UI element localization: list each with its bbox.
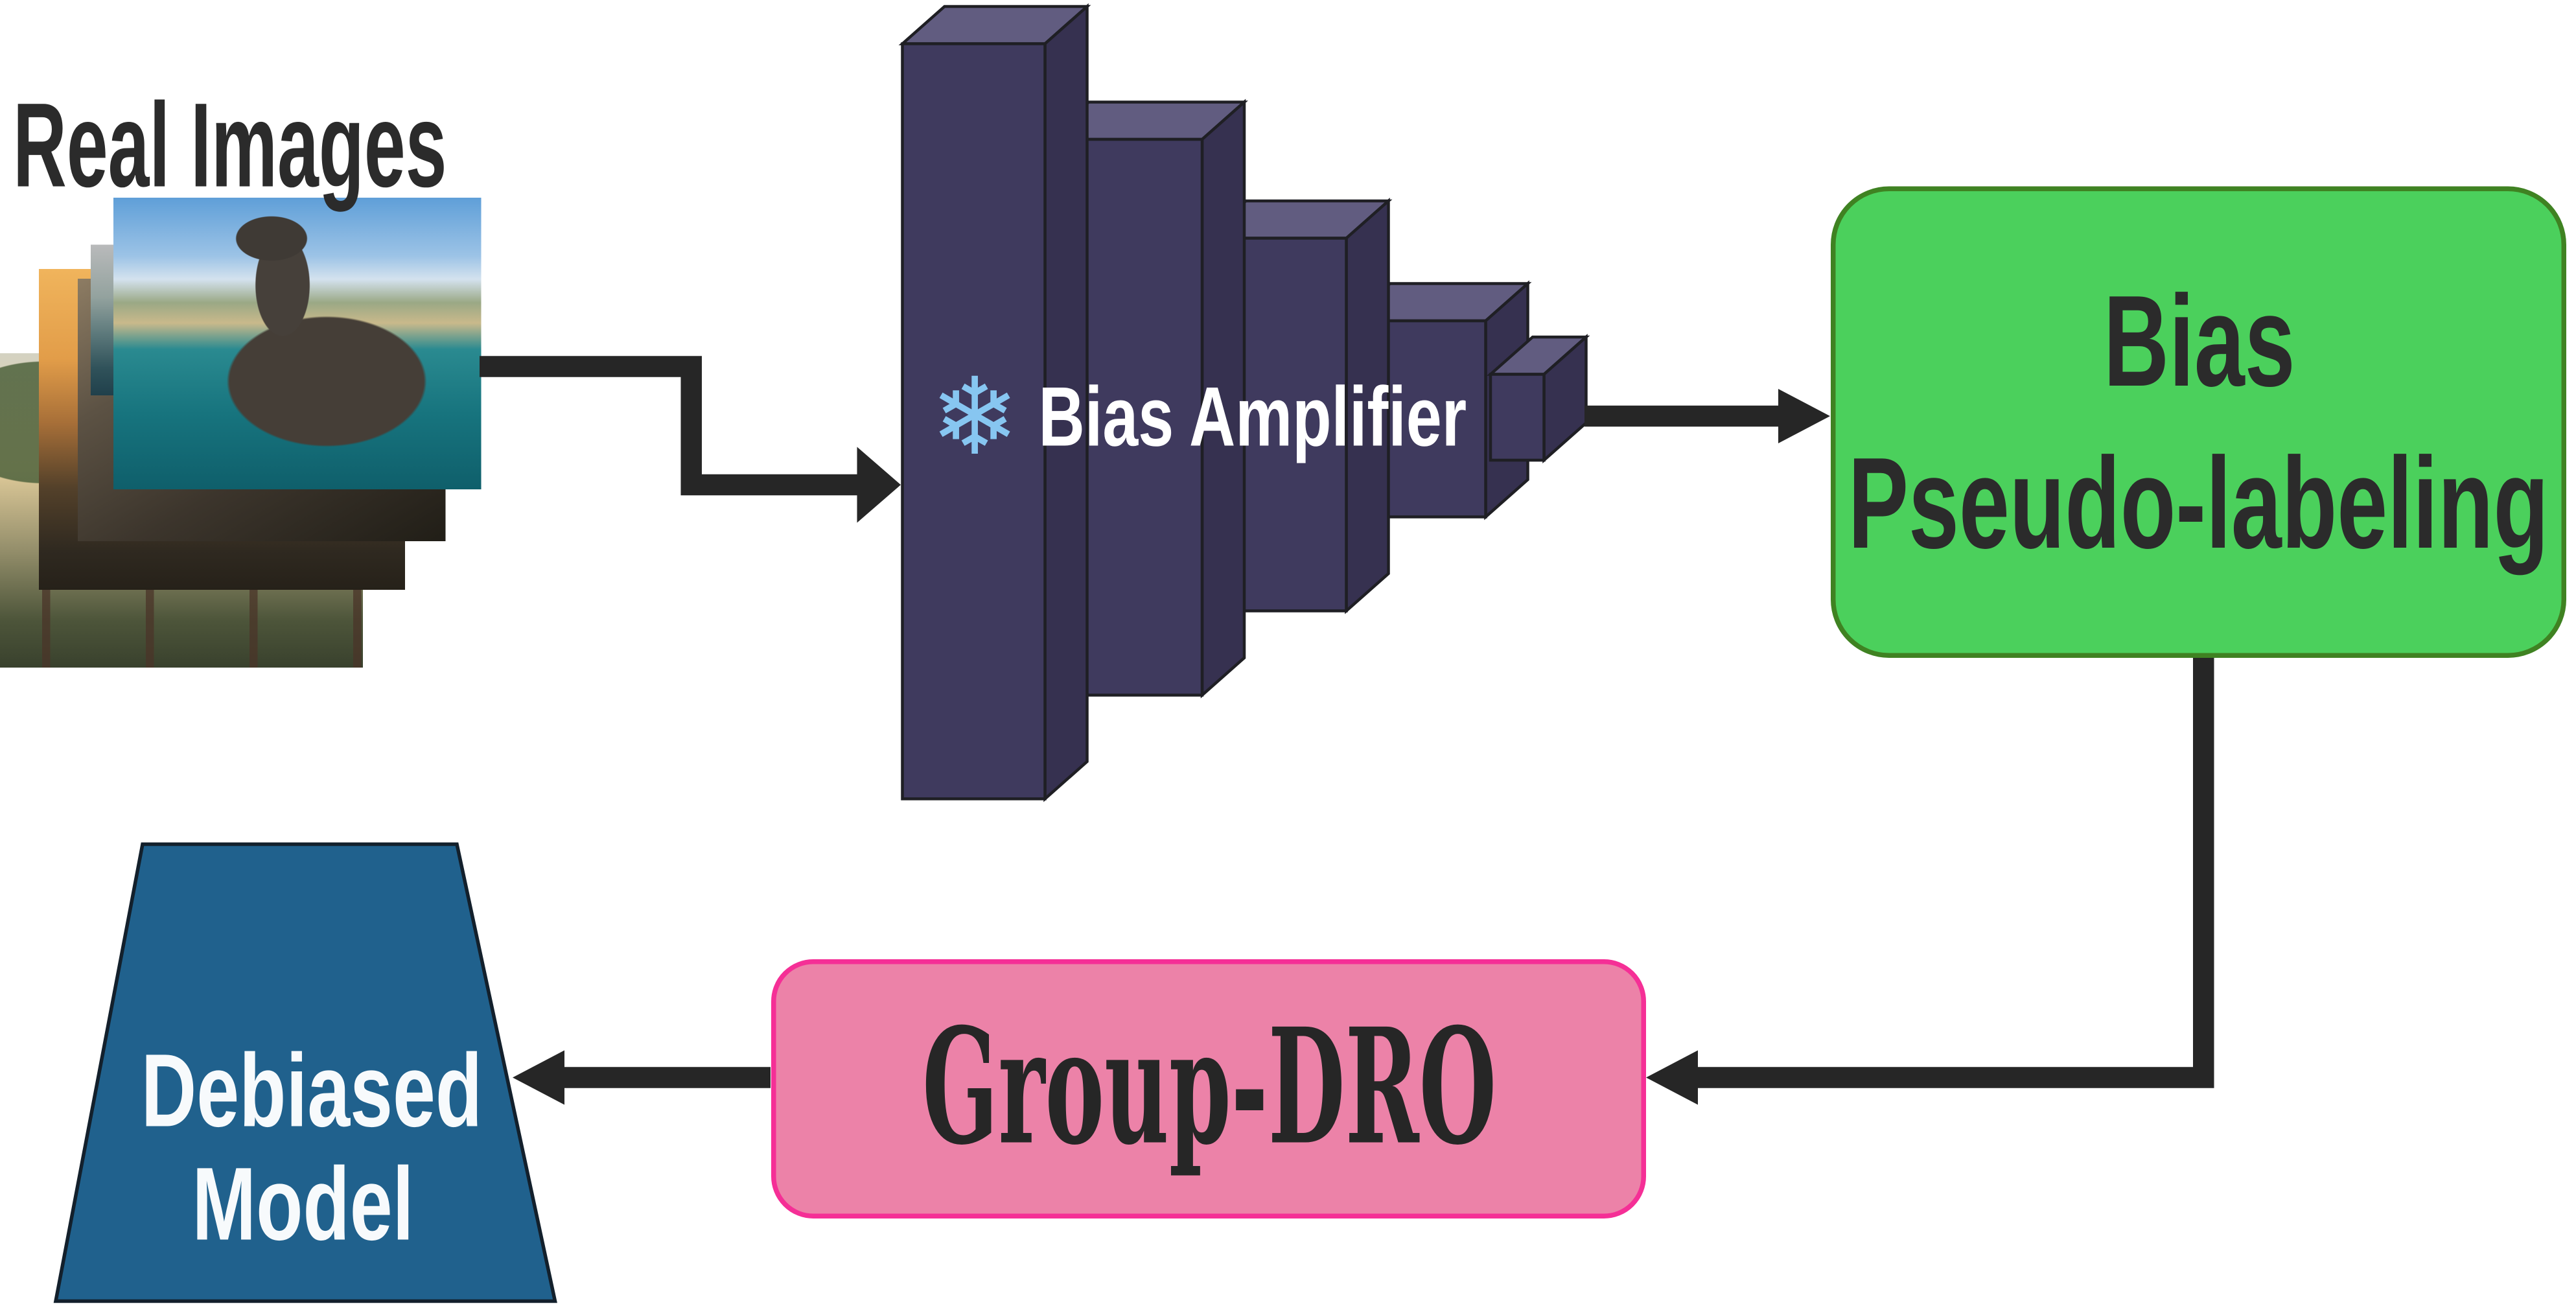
real-images-label: Real Images [13,78,447,213]
debiased-model-shape [53,842,557,1303]
flow-arrows [480,356,2214,1105]
debiased-model-label-line1: Debiased [141,1032,483,1149]
bias-amplifier-label: Bias Amplifier [1039,371,1467,465]
arrow-amplifier-to-pseudo-labeling [1584,389,1830,443]
conv-block-1 [898,3,1091,802]
debiased-model-label-line2: Model [192,1145,414,1263]
debiased-model-node: Debiased Model [84,1034,522,1261]
bias-amplifier-shape [898,3,1590,802]
bias-pseudo-labeling-node: Bias Pseudo-labeling [1831,186,2566,658]
arrow-group-dro-to-debiased-model [513,1050,771,1105]
arrow-real-images-to-amplifier [480,356,901,523]
bias-amplifier-node: ❄ Bias Amplifier [930,363,1603,473]
bias-pseudo-labeling-label-line1: Bias [2102,268,2295,413]
conv-block-5 [1487,334,1590,463]
snowflake-icon: ❄ [930,355,1020,480]
bias-pseudo-labeling-label-line2: Pseudo-labeling [1848,430,2549,575]
albatross-coast-photo [113,198,482,489]
group-dro-node: Group-DRO [771,959,1646,1219]
arrow-pseudo-labeling-to-group-dro [1646,656,2214,1105]
group-dro-label: Group-DRO [921,995,1496,1182]
